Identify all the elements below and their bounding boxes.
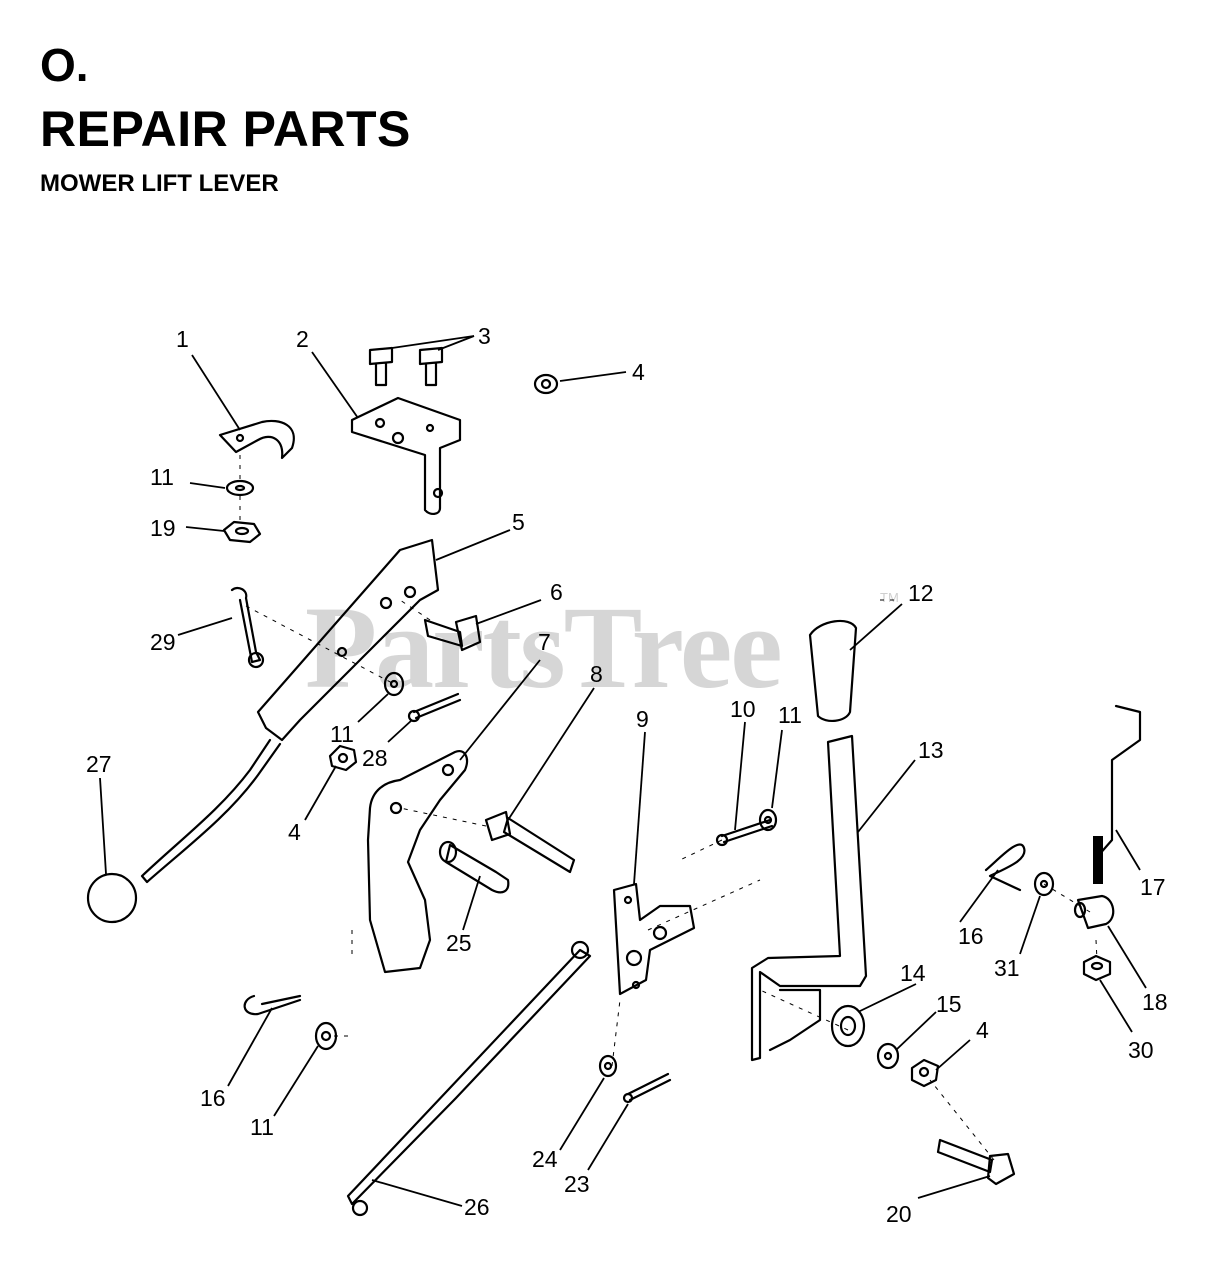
callout-11: 11 (330, 721, 354, 747)
part-washer[interactable] (225, 479, 255, 497)
callout-13: 13 (918, 737, 944, 763)
callout-28: 28 (362, 745, 388, 771)
callout-23: 23 (564, 1171, 590, 1197)
part-lift-link[interactable] (346, 940, 592, 1217)
part-link-rod[interactable] (230, 586, 265, 669)
callout-2: 2 (296, 326, 309, 352)
callout-10: 10 (730, 696, 756, 722)
part-hairpin-clip[interactable] (243, 994, 302, 1016)
part-bolt[interactable] (936, 1138, 1016, 1186)
part-washer[interactable] (876, 1042, 900, 1070)
callout-4: 4 (288, 819, 301, 845)
part-bushing[interactable] (830, 1004, 866, 1048)
callout-3: 3 (478, 323, 491, 349)
part-clip[interactable] (218, 419, 295, 460)
part-washer[interactable] (314, 1021, 338, 1051)
part-washer[interactable] (598, 1054, 618, 1078)
part-bracket[interactable] (350, 396, 462, 515)
section-letter: O. (40, 39, 89, 91)
callout-11: 11 (778, 702, 802, 728)
part-pivot-bracket[interactable] (612, 882, 696, 996)
callout-18: 18 (1142, 989, 1168, 1015)
callout-4: 4 (632, 359, 645, 385)
part-spacer[interactable] (438, 840, 510, 894)
part-cotter-pin[interactable] (715, 818, 774, 847)
callout-24: 24 (532, 1146, 558, 1172)
callout-26: 26 (464, 1194, 490, 1220)
part-cotter-pin[interactable] (407, 692, 462, 723)
callout-19: 19 (150, 515, 176, 541)
part-nut[interactable] (328, 744, 358, 772)
part-lift-lever[interactable] (750, 734, 868, 1062)
callout-14: 14 (900, 960, 926, 986)
part-washer[interactable] (1033, 871, 1055, 897)
part-bolts[interactable] (368, 346, 444, 387)
callout-15: 15 (936, 991, 962, 1017)
callout-17: 17 (1140, 874, 1166, 900)
callout-8: 8 (590, 661, 603, 687)
part-lift-rod[interactable] (1093, 704, 1142, 884)
callout-29: 29 (150, 629, 176, 655)
part-nut[interactable] (1082, 954, 1112, 982)
part-bolt[interactable] (484, 810, 576, 874)
part-hairpin-clip[interactable] (984, 843, 1026, 892)
callout-25: 25 (446, 930, 472, 956)
watermark-logo: PartsTree (305, 582, 783, 713)
part-washer[interactable] (758, 808, 778, 832)
part-lever-plate[interactable] (366, 750, 469, 974)
part-bolt[interactable] (423, 614, 482, 652)
callout-16: 16 (958, 923, 984, 949)
leader-lines (99, 335, 1147, 1207)
watermark-trademark: TM (880, 590, 899, 605)
callout-30: 30 (1128, 1037, 1154, 1063)
part-lift-arm[interactable] (140, 538, 440, 884)
callout-7: 7 (538, 629, 551, 655)
part-cotter-pin[interactable] (622, 1072, 672, 1104)
callout-27: 27 (86, 751, 112, 777)
callout-1: 1 (176, 326, 189, 352)
callout-16: 16 (200, 1085, 226, 1111)
part-knob[interactable] (86, 872, 138, 924)
part-handle-grip[interactable] (808, 619, 858, 722)
callout-9: 9 (636, 706, 649, 732)
part-nut[interactable] (910, 1058, 940, 1088)
callout-11: 11 (150, 464, 174, 490)
callout-20: 20 (886, 1201, 912, 1227)
part-nut[interactable] (533, 373, 559, 395)
callout-31: 31 (994, 955, 1020, 981)
assembly-subtitle: MOWER LIFT LEVER (40, 170, 279, 197)
callout-12: 12 (908, 580, 934, 606)
callout-5: 5 (512, 509, 525, 535)
part-nut[interactable] (222, 520, 262, 544)
page-title: REPAIR PARTS (40, 101, 411, 157)
part-washer[interactable] (383, 671, 405, 697)
callout-6: 6 (550, 579, 563, 605)
callout-11: 11 (250, 1114, 274, 1140)
callout-4: 4 (976, 1017, 989, 1043)
part-trunnion[interactable] (1073, 894, 1115, 930)
